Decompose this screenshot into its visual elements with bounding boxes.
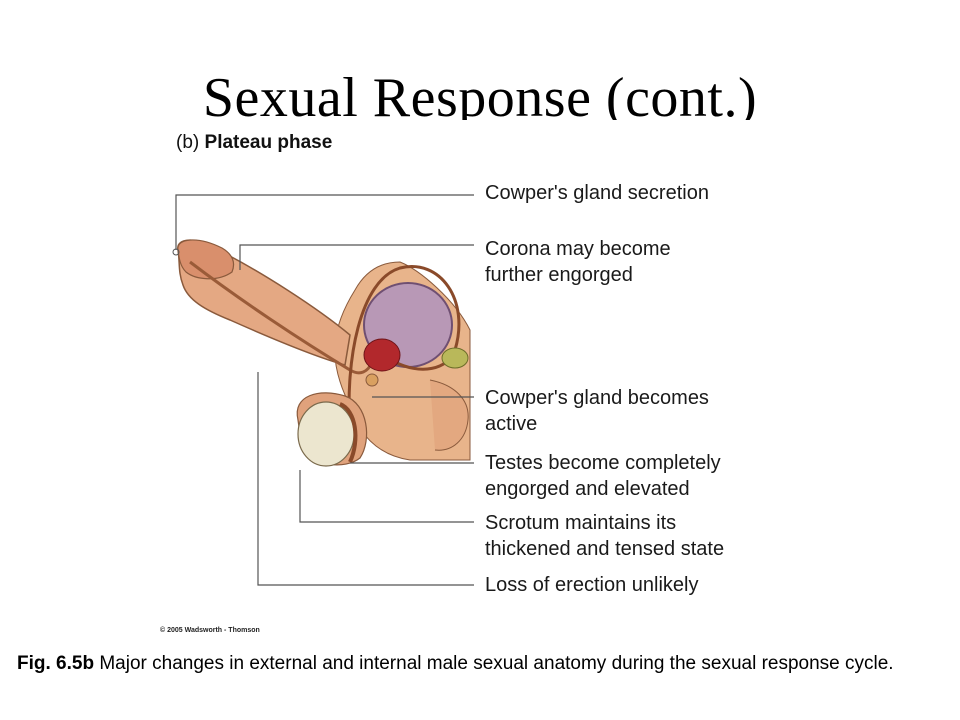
callout-line: Scrotum maintains its <box>485 512 677 534</box>
callout-erection: Loss of erection unlikely <box>485 572 698 598</box>
seminal-vesicle <box>441 347 469 369</box>
leader-line-1 <box>175 194 474 250</box>
panel-label: (b) Plateau phase <box>176 132 332 154</box>
glans <box>177 239 235 280</box>
callout-line: Corona may become <box>485 238 671 260</box>
callout-line: Cowper's gland becomes <box>485 387 709 409</box>
callout-cowpers-secretion: Cowper's gland secretion <box>485 180 709 206</box>
callout-cowpers-active: Cowper's gland becomes active <box>485 385 709 437</box>
caption-text: Major changes in external and internal m… <box>94 653 894 674</box>
leader-line-6 <box>257 372 474 586</box>
cowpers-gland <box>365 373 379 387</box>
leader-line-5 <box>299 470 474 523</box>
callout-line: thickened and tensed state <box>485 538 725 560</box>
callout-line: Loss of erection unlikely <box>485 574 699 596</box>
vas-deferens <box>347 265 461 431</box>
caption-label: Fig. 6.5b <box>17 653 95 674</box>
panel-letter: (b) <box>176 132 200 153</box>
prostate <box>363 338 401 372</box>
callout-corona: Corona may become further engorged <box>485 236 671 288</box>
secretion-drop <box>172 248 180 256</box>
copyright-notice: © 2005 Wadsworth - Thomson <box>160 627 260 634</box>
epididymis <box>339 402 358 463</box>
figure-caption: Fig. 6.5b Major changes in external and … <box>17 650 937 678</box>
callout-line: Testes become completely <box>485 452 721 474</box>
leader-line-2 <box>239 244 474 270</box>
callout-line: active <box>485 413 538 435</box>
urethra <box>189 260 374 375</box>
slide-title: Sexual Response (cont.) <box>202 67 758 120</box>
callout-testes: Testes become completely engorged and el… <box>485 450 721 502</box>
leader-lines <box>175 194 474 586</box>
callout-scrotum: Scrotum maintains its thickened and tens… <box>485 510 724 562</box>
callout-line: Cowper's gland secretion <box>485 182 709 204</box>
callout-line: further engorged <box>485 264 633 286</box>
panel-title: Plateau phase <box>204 132 333 153</box>
callout-line: engorged and elevated <box>485 478 690 500</box>
testis <box>297 401 355 467</box>
